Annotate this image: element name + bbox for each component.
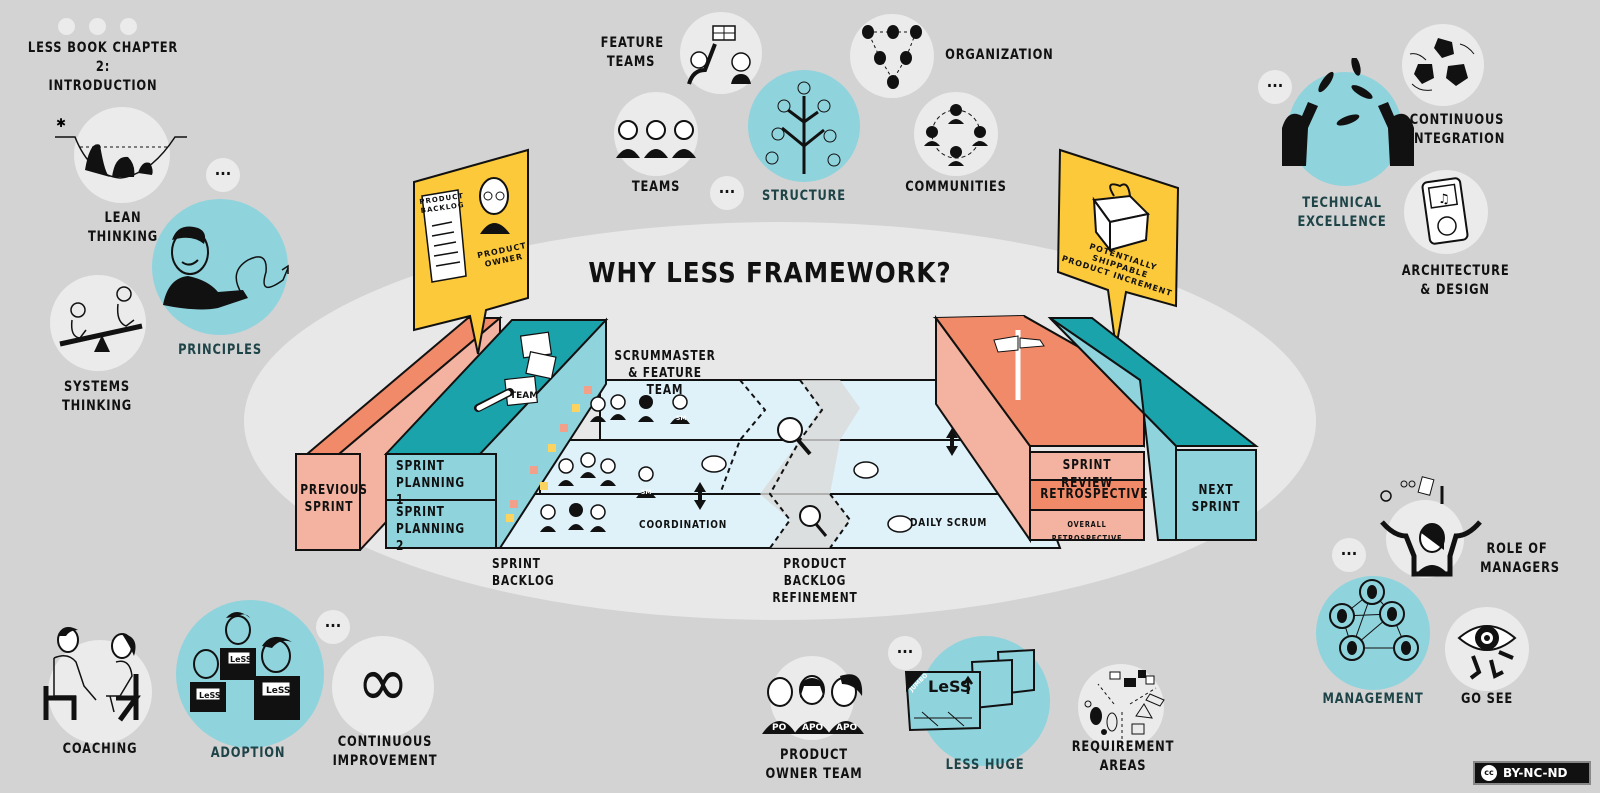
less-shirt-label-2: LeSS (199, 691, 221, 700)
architecture-design-label: ARCHITECTURE & DESIGN (1401, 263, 1510, 298)
teams-icon (616, 120, 696, 158)
role-of-managers-label: ROLE OF MANAGERS (1480, 541, 1560, 576)
license-label: BY-NC-ND (1503, 766, 1568, 780)
cc-icon: cc (1481, 765, 1497, 781)
retrospective-front (1029, 479, 1145, 511)
previous-sprint-front (295, 453, 361, 551)
less-box-label: LeSS (928, 677, 971, 696)
sticky-note-text: TEAM (510, 391, 538, 401)
organization-icon (862, 25, 922, 89)
apo-badge-2: APO (836, 723, 858, 733)
structure-label: STRUCTURE (762, 188, 846, 204)
principles-label: PRINCIPLES (178, 342, 262, 358)
framework-title: WHY LeSS FRAMEWORK? (588, 256, 952, 289)
continuous-integration-circle[interactable] (1402, 24, 1484, 106)
management-label: MANAGEMENT (1322, 691, 1424, 707)
sprint-review-label[interactable]: SPRINT REVIEW (1061, 458, 1113, 491)
go-see-label: GO SEE (1460, 691, 1514, 707)
next-sprint-side (1049, 317, 1177, 541)
requirement-areas-label: REQUIREMENT AREAS (1071, 739, 1175, 774)
systems-thinking-icon (59, 286, 143, 352)
coaching-label: COACHING (62, 741, 138, 757)
more-dots-bottom-center[interactable]: ... (888, 636, 922, 670)
increment-bubble (1056, 148, 1180, 349)
previous-sprint-label: PREVIOUS SPRINT (300, 483, 368, 515)
sprint-backlog-label: SPRINT BACKLOG (492, 557, 555, 589)
more-dots-right-bottom[interactable]: ... (1332, 538, 1366, 572)
planning-1-front (385, 453, 497, 501)
more-dots-right-top[interactable]: ... (1258, 70, 1292, 104)
overall-retro-front (1029, 509, 1145, 541)
sm-badge-1: SM (676, 415, 686, 422)
coordination-label: COORDINATION (639, 518, 728, 531)
principles-icon (163, 226, 289, 310)
gift-icon (1092, 183, 1151, 253)
scrummaster-team-label: SCRUMMASTER & FEATURE TEAM (614, 349, 716, 398)
continuous-improvement-circle[interactable] (332, 636, 434, 738)
less-shirt-label-1: LeSS (230, 655, 252, 664)
go-see-icon (1457, 625, 1517, 680)
continuous-integration-icon (1409, 38, 1475, 91)
svg-text:✱: ✱ (56, 116, 66, 130)
infinity-icon: ∞ (356, 641, 410, 723)
more-dots-bottom-left[interactable]: ... (316, 610, 350, 644)
coaching-icon (43, 627, 141, 722)
adoption-label: ADOPTION (210, 745, 286, 761)
systems-thinking-label: SYSTEMS THINKING (61, 379, 133, 414)
more-dots-top[interactable]: ... (710, 176, 744, 210)
technical-excellence-icon (1282, 58, 1414, 166)
less-huge-icon: LeSS JUMBO (904, 648, 1035, 732)
communities-icon (924, 104, 988, 166)
magnifier-icon (777, 417, 828, 537)
communities-label: COMMUNITIES (905, 179, 1007, 195)
technical-excellence-label: TECHNICAL EXCELLENCE (1297, 195, 1387, 230)
license-badge[interactable]: cc BY-NC-ND (1473, 761, 1591, 785)
lean-thinking-icon: ✱ (55, 116, 187, 179)
continuous-integration-label: CONTINUOUS INTEGRATION (1408, 112, 1506, 147)
daily-scrum-label: DAILY SCRUM (910, 516, 988, 529)
overall-retrospective-label[interactable]: OVERALL RETROSPECTIVE (1051, 520, 1123, 543)
feature-teams-icon (687, 25, 751, 85)
nav-dot-3[interactable] (120, 18, 137, 35)
role-of-managers-icon (1380, 476, 1482, 577)
po-badge: PO (772, 723, 787, 733)
feature-team-people (540, 394, 690, 532)
less-huge-label: LESS HUGE (945, 757, 1025, 773)
principles-circle[interactable] (152, 199, 288, 335)
structure-icon (765, 81, 841, 174)
adoption-icon: LeSS LeSS LeSS (190, 612, 300, 720)
lean-thinking-label: LEAN THINKING (87, 210, 159, 245)
refinement-zone-1 (740, 380, 860, 548)
speech-bubble-icon (701, 455, 913, 533)
next-sprint-front (1175, 449, 1257, 541)
product-backlog-scroll (421, 189, 467, 283)
sm-badge-2: SM (641, 489, 651, 496)
product-owner-team-icon: PO APO APO (762, 674, 864, 734)
nav-dot-1[interactable] (58, 18, 75, 35)
planning-2-front (385, 499, 497, 549)
sprint-planning-2-label[interactable]: SPRINT PLANNING 2 (396, 505, 465, 554)
management-icon (1329, 579, 1419, 661)
more-dots-left[interactable]: ... (206, 158, 240, 192)
feature-teams-label: FEATURE TEAMS (600, 35, 664, 70)
less-shirt-label-3: LeSS (266, 686, 290, 696)
continuous-improvement-label: CONTINUOUS IMPROVEMENT (332, 734, 438, 769)
svg-text:♫: ♫ (1438, 192, 1450, 207)
sprint-planning-1-label[interactable]: SPRINT PLANNING 1 (396, 459, 465, 508)
product-owner-team-label: PRODUCT OWNER TEAM (765, 747, 863, 782)
next-sprint-label: NEXT SPRINT (1191, 483, 1241, 515)
retrospective-label[interactable]: RETROSPECTIVE (1040, 487, 1149, 502)
nav-dot-2[interactable] (89, 18, 106, 35)
teams-label: TEAMS (631, 179, 681, 195)
architecture-design-icon: ♫ (1421, 177, 1469, 245)
chapter-title: LeSS BOOK CHAPTER 2: INTRODUCTION (27, 40, 179, 94)
coordination-arrow-icon (694, 428, 958, 510)
requirement-areas-icon (1084, 670, 1165, 744)
organization-label: ORGANIZATION (945, 47, 1054, 63)
backlog-refinement-label: PRODUCT BACKLOG REFINEMENT (772, 557, 858, 606)
apo-badge-1: APO (802, 723, 824, 733)
